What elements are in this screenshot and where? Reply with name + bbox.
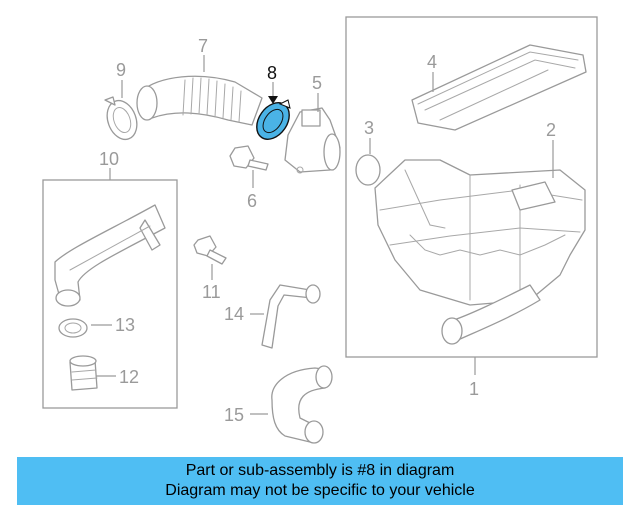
hose-clamp-part-8[interactable]: [250, 97, 296, 146]
callout-5: 5: [312, 73, 322, 93]
callout-6: 6: [247, 191, 257, 211]
intake-duct[interactable]: [54, 204, 166, 307]
air-filter-element[interactable]: [411, 44, 587, 131]
callout-4: 4: [427, 52, 437, 72]
callout-10: 10: [99, 149, 119, 169]
callout-9: 9: [116, 60, 126, 80]
callout-1: 1: [469, 379, 479, 399]
callout-3: 3: [364, 118, 374, 138]
callout-8: 8: [267, 63, 277, 83]
mass-air-flow-sensor[interactable]: [284, 107, 341, 174]
callout-11: 11: [202, 282, 221, 302]
hose-clamp-part-13[interactable]: [58, 318, 88, 338]
callout-7: 7: [198, 36, 208, 56]
hose-clamp-part-9[interactable]: [102, 96, 142, 143]
bolt-part-11[interactable]: [193, 235, 227, 265]
intake-hose[interactable]: [136, 75, 263, 126]
callout-2: 2: [546, 120, 556, 140]
air-cleaner-assembly[interactable]: [374, 159, 586, 306]
bolt-part-6[interactable]: [229, 145, 269, 171]
parts-diagram: 1 2 3 4 5 6 7 8 9 10 11 12 13 14 15: [42, 16, 598, 444]
vent-tube-part-14[interactable]: [261, 284, 321, 349]
o-ring[interactable]: [355, 154, 381, 186]
callout-15: 15: [224, 405, 244, 425]
hose-coupling-part-12[interactable]: [69, 355, 98, 391]
callout-14: 14: [224, 304, 244, 324]
elbow-hose-part-15[interactable]: [271, 365, 333, 444]
callout-12: 12: [119, 367, 139, 387]
leader-lines: [91, 55, 554, 415]
info-banner: Part or sub-assembly is #8 in diagram Di…: [17, 457, 623, 505]
callout-13: 13: [115, 315, 135, 335]
air-cleaner-outlet-tube[interactable]: [441, 284, 541, 345]
banner-line-1: Part or sub-assembly is #8 in diagram: [185, 462, 455, 479]
banner-line-2: Diagram may not be specific to your vehi…: [165, 482, 475, 499]
air-cleaner-group-box: [345, 16, 598, 358]
